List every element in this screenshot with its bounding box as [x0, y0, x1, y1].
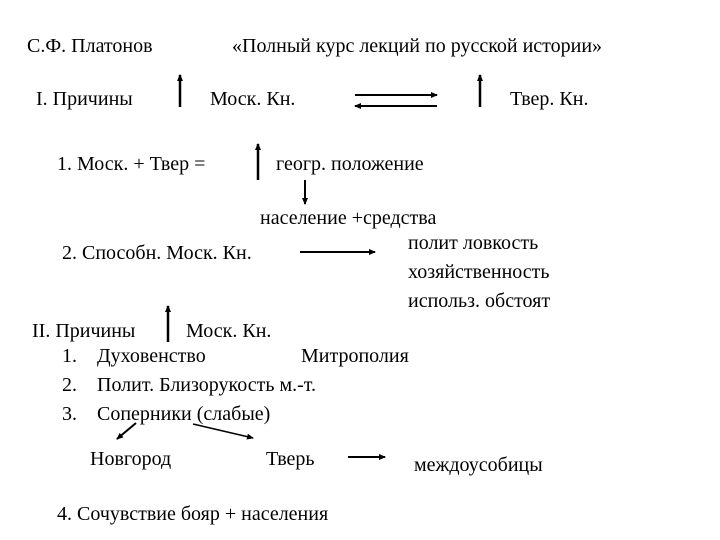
list-num-3: 3.	[62, 403, 77, 425]
rival-tver: Тверь	[266, 448, 315, 470]
causes-1-label: I. Причины	[36, 88, 133, 110]
ability-political: полит ловкость	[408, 232, 539, 254]
arrow-to-tver	[192, 423, 254, 440]
list-item-clergy: Духовенство	[97, 345, 206, 367]
internecine-strife: междоусобицы	[414, 454, 543, 476]
moscow-principality-2: Моск. Кн.	[186, 320, 272, 342]
moscow-principality: Моск. Кн.	[210, 88, 296, 110]
rival-novgorod: Новгород	[90, 448, 172, 470]
ability-circumstances: использ. обстоят	[408, 290, 551, 312]
population-means: население +средства	[260, 207, 437, 229]
tver-principality: Твер. Кн.	[510, 88, 589, 110]
list-item-rivals: Соперники (слабые)	[97, 403, 271, 425]
book-title: «Полный курс лекций по русской истории»	[232, 35, 603, 57]
list-num-1: 1.	[62, 345, 77, 367]
item-2-abilities: 2. Способн. Моск. Кн.	[62, 242, 252, 264]
item-1-mosk-tver: 1. Моск. + Твер =	[57, 153, 206, 175]
arrow-to-novgorod	[116, 422, 137, 440]
metropoly: Митрополия	[301, 345, 409, 367]
item-4-sympathy: 4. Сочувствие бояр + населения	[57, 503, 329, 525]
list-item-shortsightedness: Полит. Близорукость м.-т.	[97, 374, 317, 396]
causes-2-label: II. Причины	[32, 320, 136, 342]
geo-position: геогр. положение	[276, 153, 424, 175]
author: С.Ф. Платонов	[27, 35, 153, 57]
ability-economic: хозяйственность	[408, 261, 550, 283]
list-num-2: 2.	[62, 374, 77, 396]
